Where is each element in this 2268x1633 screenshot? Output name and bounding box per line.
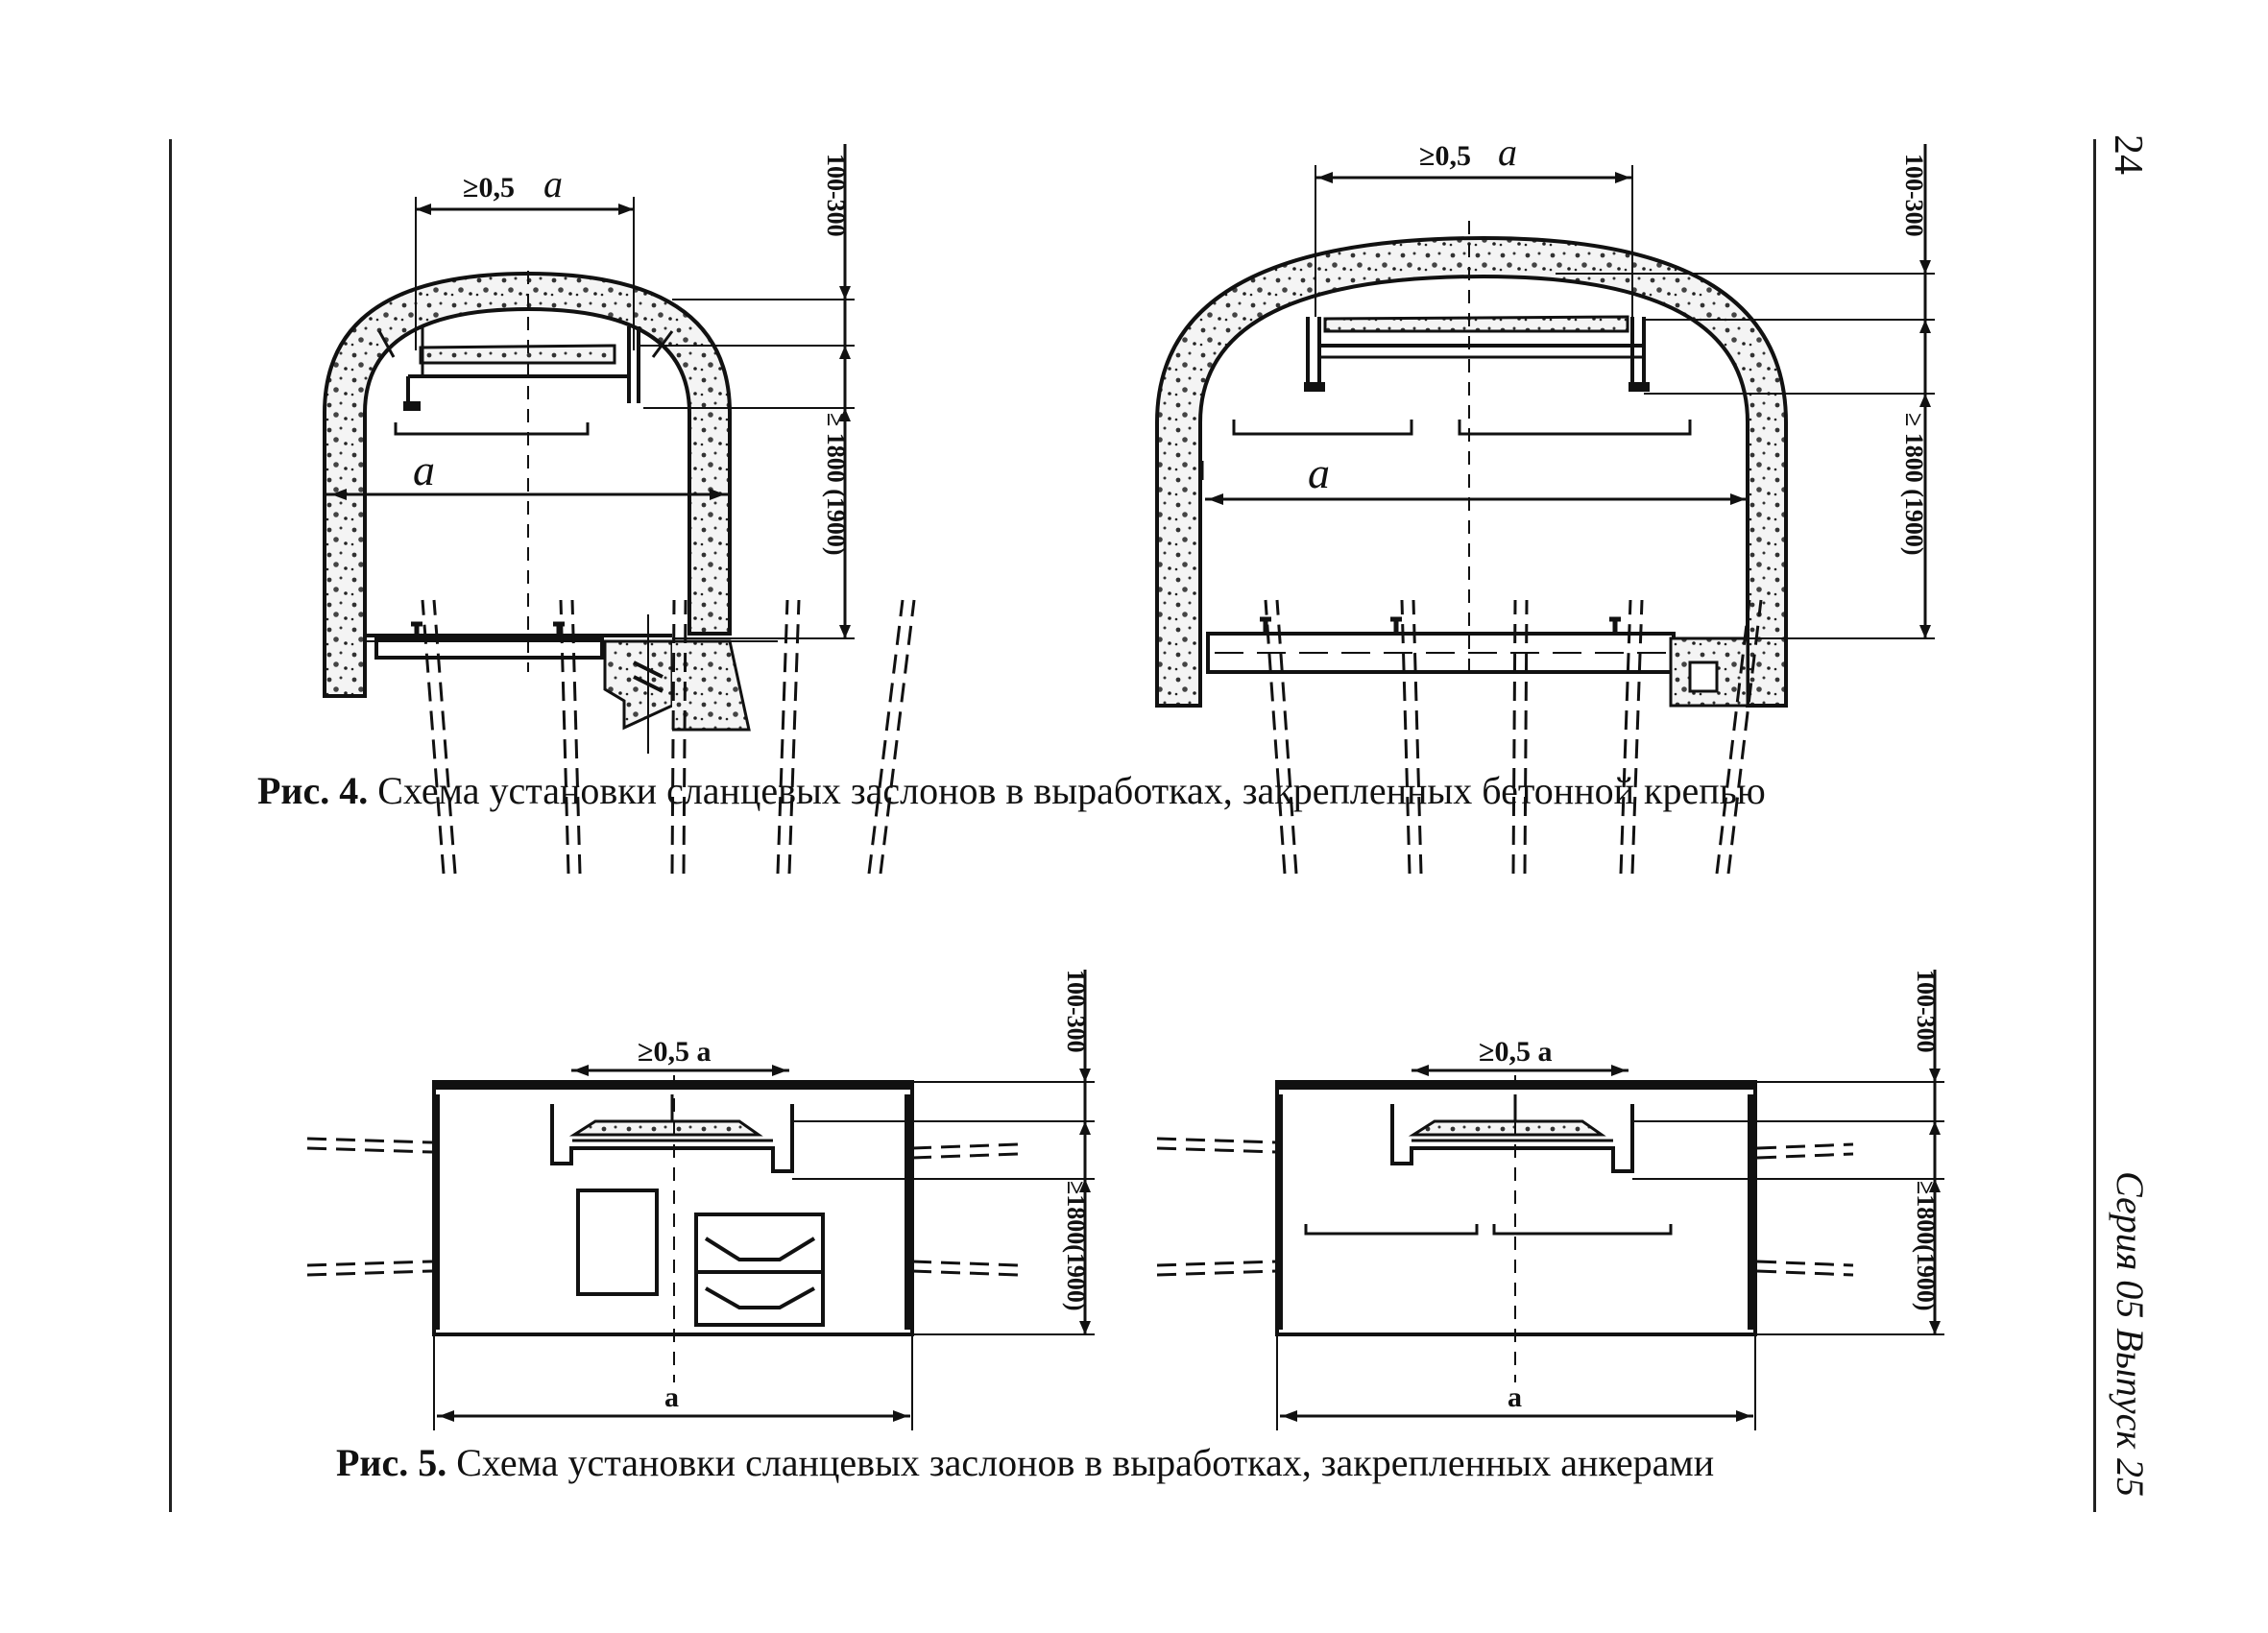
fig4-left-concrete-lining xyxy=(323,271,732,698)
fig5-left-conveyor xyxy=(694,1213,825,1327)
fig4-left-track-slab xyxy=(374,636,604,660)
fig4-right-section xyxy=(1155,144,1935,708)
fig4-left-dim-half-a-italic: a xyxy=(543,162,563,205)
fig4-left-dim-a: a xyxy=(413,445,435,494)
fig5-right-section xyxy=(1156,599,1944,1430)
figure-4-caption: Рис. 4. Схема установки сланцевых заслон… xyxy=(257,768,1766,813)
figure-5-caption-prefix: Рис. 5. xyxy=(336,1441,447,1484)
figure-4-caption-prefix: Рис. 4. xyxy=(257,769,369,812)
fig4-left-dim-half-a: ≥0,5 xyxy=(463,172,515,204)
right-margin-rule xyxy=(2093,139,2096,1512)
fig4-left-dim-top: 100-300 xyxy=(822,154,850,237)
fig5-left-section xyxy=(306,599,1095,1430)
fig5-right-roof-anchors xyxy=(1264,599,1763,875)
fig5-left-wall-anchors xyxy=(306,1137,1019,1277)
fig4-right-shale-barrier xyxy=(1304,315,1650,392)
fig5-left-dim-height: ≥1800(1900) xyxy=(1062,1181,1090,1311)
fig5-left-shale-barrier xyxy=(550,1094,794,1173)
fig4-right-dim-half-a-italic: a xyxy=(1498,131,1517,174)
fig5-right-wall-anchors xyxy=(1156,1137,1854,1277)
fig5-left-dim-top: 100-300 xyxy=(1062,970,1090,1053)
fig5-left-roof-anchors xyxy=(421,599,916,875)
fig4-right-dim-half-a: ≥0,5 xyxy=(1419,140,1471,172)
fig5-left-equipment-box xyxy=(576,1189,659,1296)
left-margin-rule xyxy=(169,139,172,1512)
figure-4-caption-text: Схема установки сланцевых заслонов в выр… xyxy=(368,769,1766,812)
fig4-right-dim-a: a xyxy=(1308,448,1330,497)
fig5-right-dim-half-a: ≥0,5 а xyxy=(1479,1036,1552,1068)
fig4-right-dim-top: 100-300 xyxy=(1900,154,1928,237)
fig4-right-dim-height: ≥ 1800 (1900) xyxy=(1900,413,1928,556)
fig4-left-dim-height: ≥ 1800 (1900) xyxy=(822,413,850,556)
fig5-right-dim-height: ≥1800(1900) xyxy=(1912,1181,1940,1311)
figure-5-caption-text: Схема установки сланцевых заслонов в выр… xyxy=(446,1441,1715,1484)
fig5-right-dim-a: а xyxy=(1508,1381,1522,1413)
fig4-left-shale-barrier xyxy=(403,326,640,411)
fig4-left-section xyxy=(323,144,855,754)
fig5-right-shale-barrier xyxy=(1390,1094,1634,1173)
fig4-right-concrete-lining xyxy=(1155,235,1788,708)
fig5-left-dim-half-a: ≥0,5 а xyxy=(638,1036,711,1068)
fig5-left-dim-a: а xyxy=(664,1381,679,1413)
figure-5-caption: Рис. 5. Схема установки сланцевых заслон… xyxy=(336,1440,1714,1485)
fig5-right-dim-top: 100-300 xyxy=(1912,970,1940,1053)
